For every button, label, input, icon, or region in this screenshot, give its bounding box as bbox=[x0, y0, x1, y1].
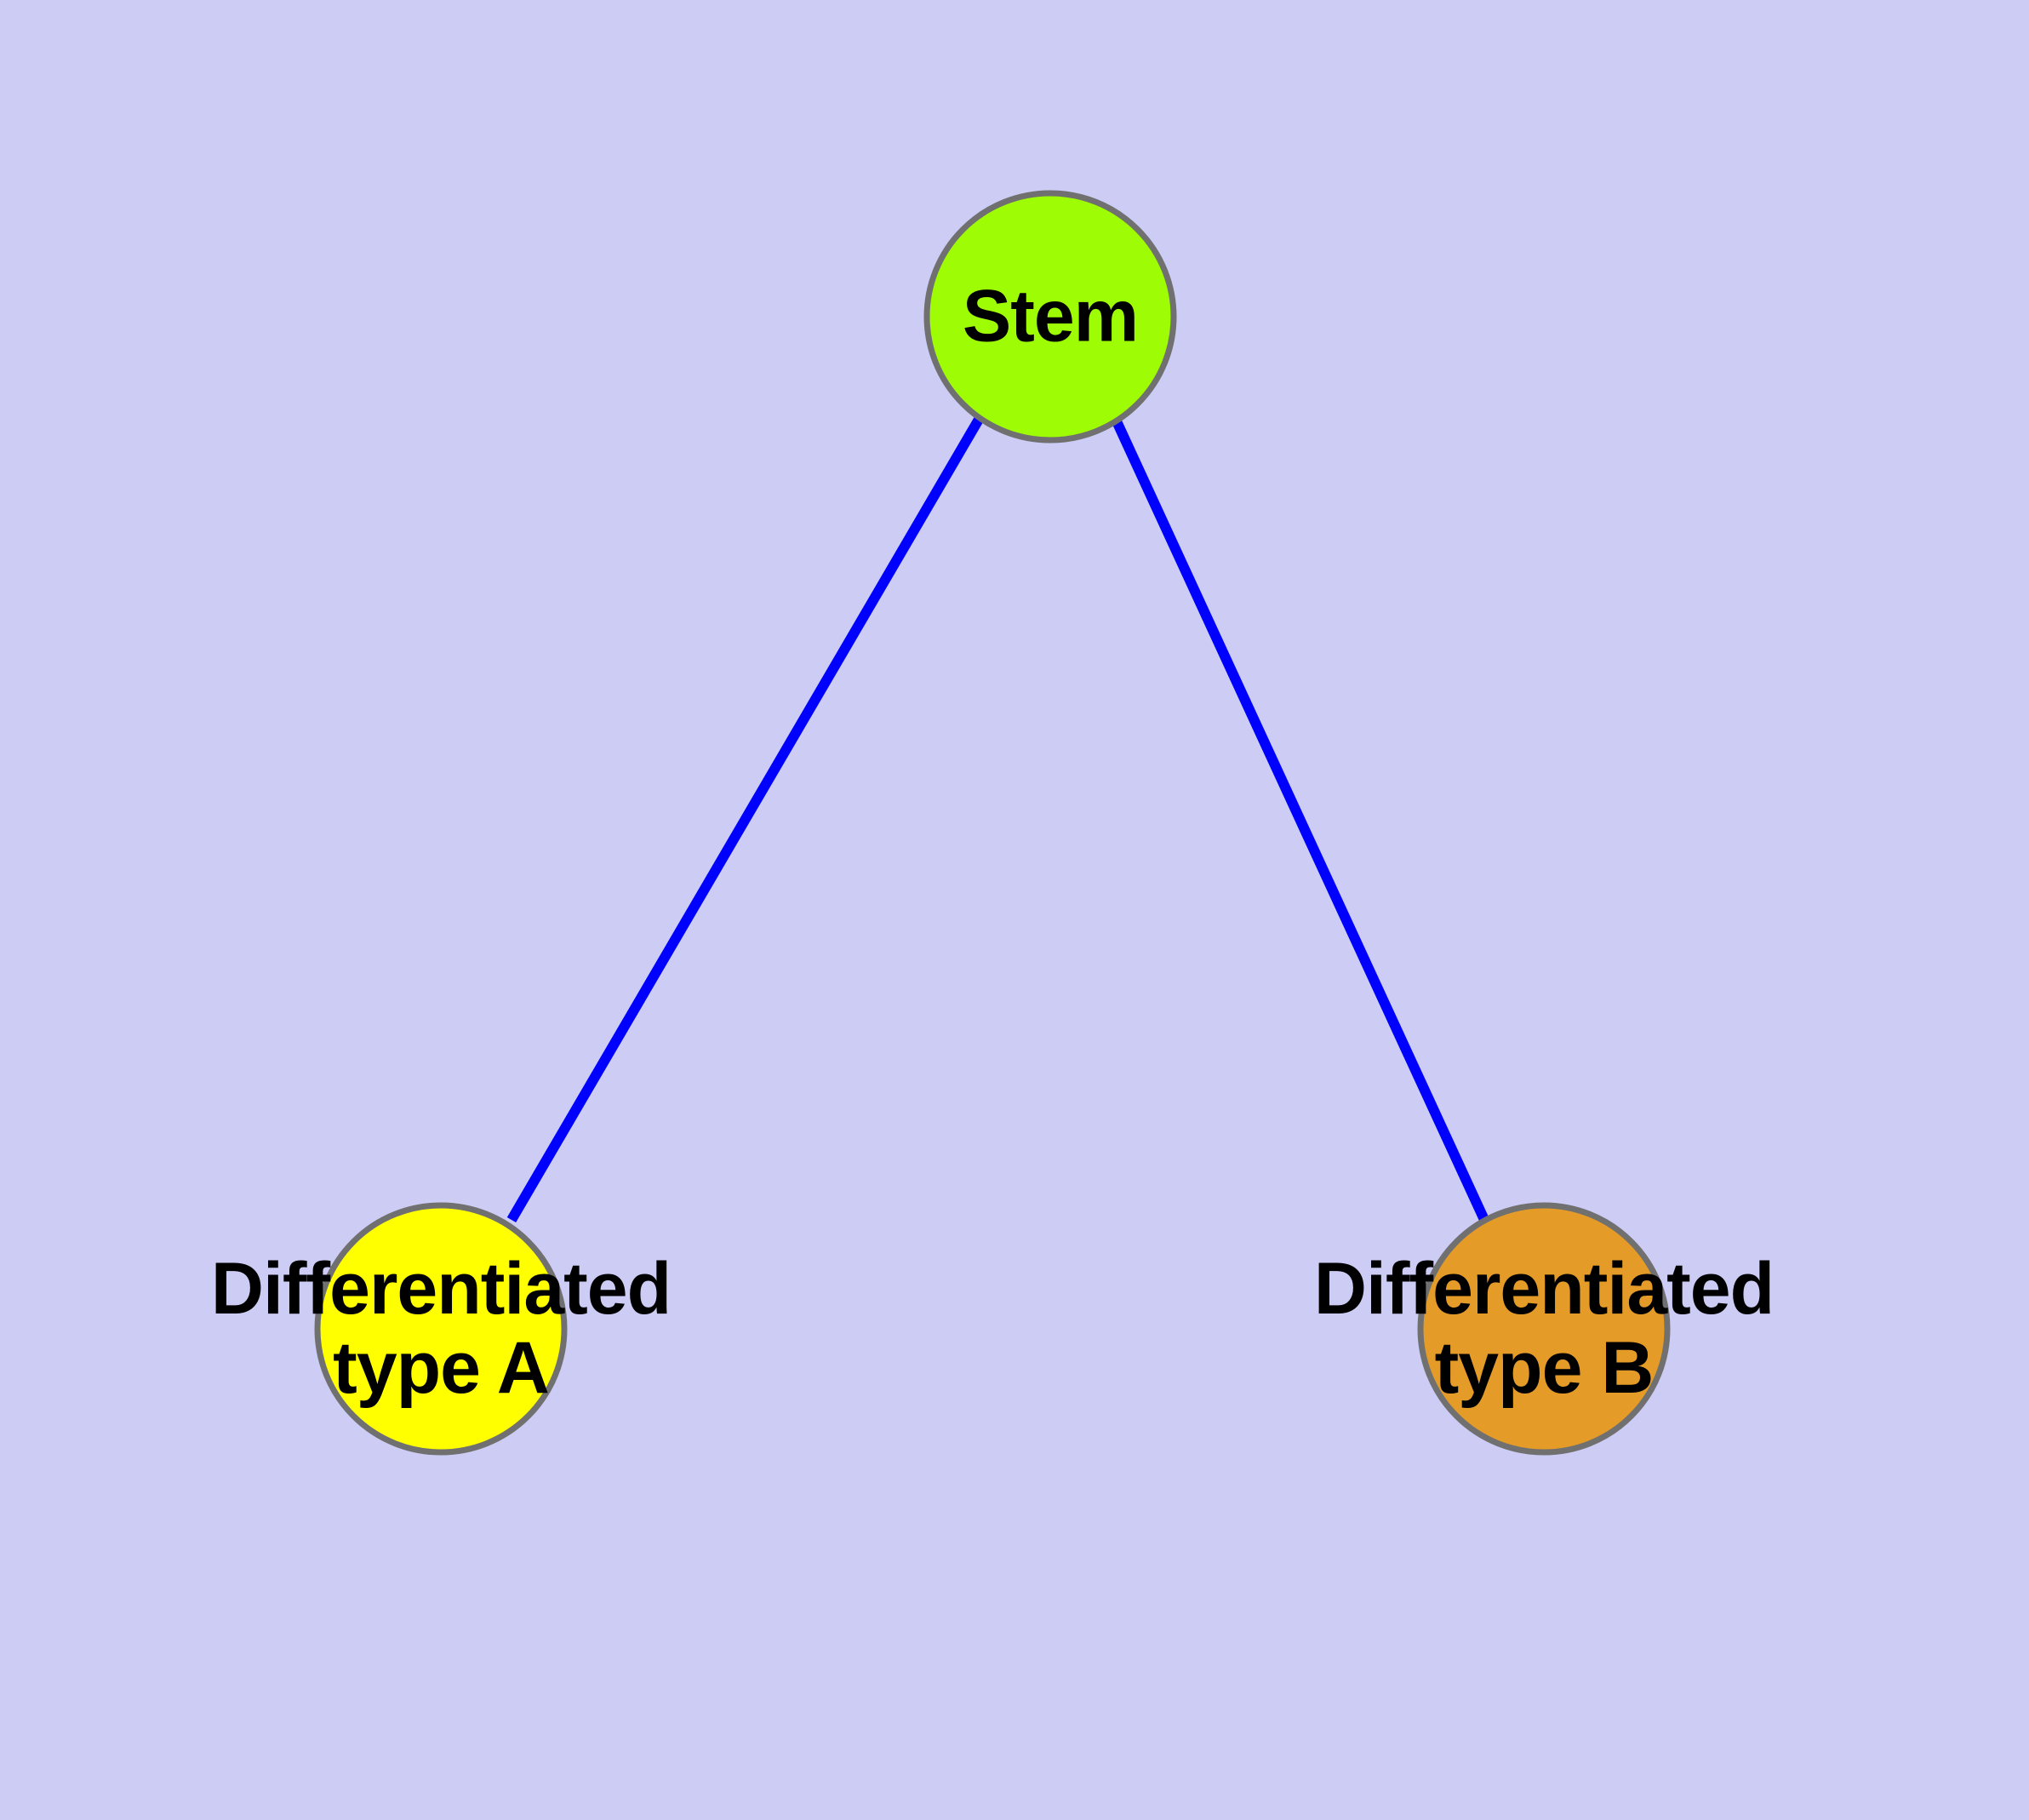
edge-stem-to-differentiated-type-b[interactable] bbox=[1112, 419, 1490, 1224]
edge-layer bbox=[506, 415, 1490, 1224]
edge-stem-to-differentiated-type-a[interactable] bbox=[506, 415, 985, 1223]
node-stem[interactable] bbox=[923, 190, 1177, 444]
node-differentiated-type-a[interactable] bbox=[314, 1202, 568, 1456]
node-layer bbox=[314, 190, 1671, 1456]
node-differentiated-type-b[interactable] bbox=[1417, 1202, 1671, 1456]
